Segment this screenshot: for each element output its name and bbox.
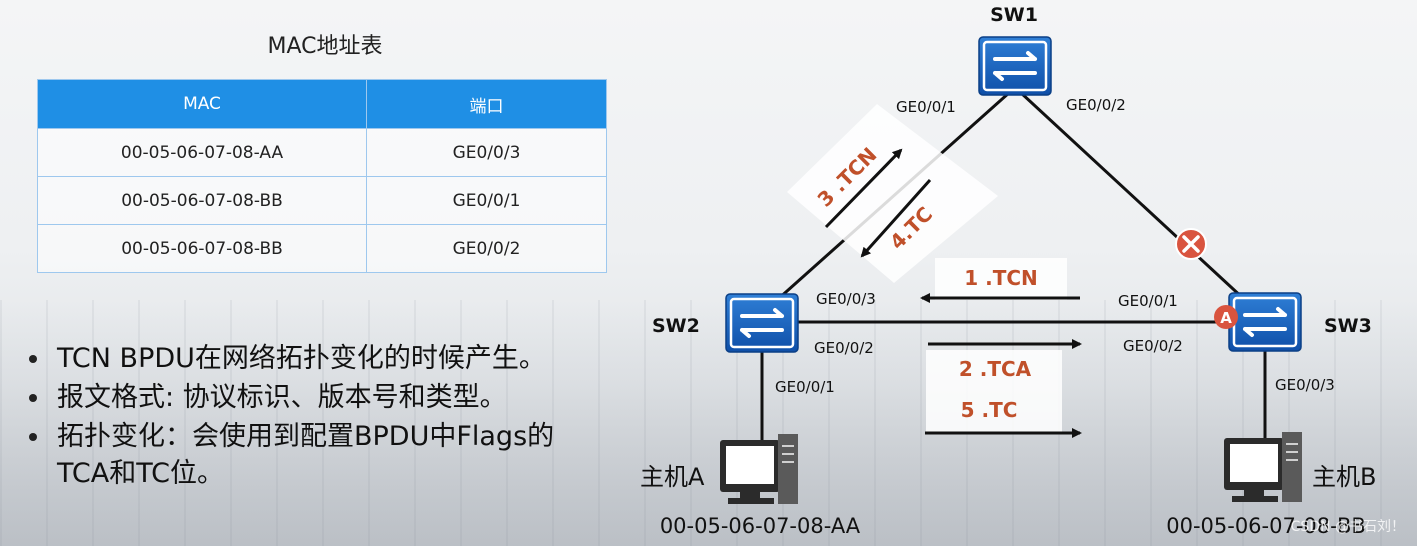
sw1-label: SW1 — [990, 4, 1038, 26]
port-label: GE0/0/2 — [1123, 337, 1183, 355]
port-role-badge — [1214, 305, 1238, 329]
table-row: 00-05-06-07-08-BB GE0/0/1 — [37, 176, 607, 225]
port-label: GE0/0/3 — [816, 290, 876, 308]
table-row: 00-05-06-07-08-AA GE0/0/3 — [37, 128, 607, 177]
bullet-list: TCN BPDU在网络拓扑变化的时候产生。 报文格式: 协议标识、版本号和类型。… — [25, 340, 605, 494]
bullet-item: TCN BPDU在网络拓扑变化的时候产生。 — [25, 340, 605, 377]
message-5-tc: 5 .TC — [961, 398, 1018, 422]
port-label: GE0/0/3 — [1275, 376, 1335, 394]
bullet-item: 报文格式: 协议标识、版本号和类型。 — [25, 379, 605, 416]
mac-table-title: MAC地址表 — [267, 34, 383, 59]
arrow-tcn-up — [824, 148, 903, 229]
link-sw1-sw3 — [1018, 90, 1247, 302]
blocked-port-icon — [1175, 228, 1207, 260]
host-b-label: 主机B — [1312, 463, 1376, 491]
watermark-text: CSDN @书石刘！ — [1291, 519, 1405, 535]
message-1-tcn: 1 .TCN — [964, 266, 1038, 290]
mac-cell: 00-05-06-07-08-BB — [37, 224, 367, 273]
message-2-tca: 2 .TCA — [959, 357, 1032, 381]
port-label: GE0/0/2 — [814, 339, 874, 357]
port-label: GE0/0/1 — [775, 378, 835, 396]
port-label: GE0/0/1 — [1118, 292, 1178, 310]
bullet-item: 拓扑变化：会使用到配置BPDU中Flags的TCA和TC位。 — [25, 418, 605, 492]
port-cell: GE0/0/1 — [366, 176, 607, 225]
message-panel — [787, 104, 998, 283]
host-b-mac: 00-05-06-07-08-BB — [1166, 514, 1366, 538]
host-b-computer-icon — [1223, 431, 1303, 503]
sw3-switch-icon — [1227, 291, 1303, 353]
message-panel — [926, 350, 1062, 394]
port-cell: GE0/0/3 — [366, 128, 607, 177]
sw3-label: SW3 — [1324, 315, 1372, 337]
sw2-switch-icon — [724, 292, 800, 354]
port-label: GE0/0/1 — [896, 98, 956, 116]
mac-address-table: MAC 端口 00-05-06-07-08-AA GE0/0/3 00-05-0… — [37, 79, 607, 273]
mac-cell: 00-05-06-07-08-BB — [37, 176, 367, 225]
sw1-switch-icon — [977, 35, 1053, 97]
port-cell: GE0/0/2 — [366, 224, 607, 273]
host-a-mac: 00-05-06-07-08-AA — [660, 514, 861, 538]
mac-column-header: MAC — [37, 79, 367, 129]
host-a-computer-icon — [719, 433, 799, 505]
message-panel — [926, 394, 1062, 434]
port-label: GE0/0/2 — [1066, 96, 1126, 114]
message-panel — [935, 258, 1067, 300]
port-column-header: 端口 — [366, 79, 607, 129]
mac-cell: 00-05-06-07-08-AA — [37, 128, 367, 177]
host-a-label: 主机A — [640, 463, 705, 491]
port-role-letter: A — [1220, 309, 1232, 327]
sw2-label: SW2 — [652, 315, 700, 337]
table-row: 00-05-06-07-08-BB GE0/0/2 — [37, 224, 607, 273]
arrow-tc-down — [860, 178, 932, 258]
